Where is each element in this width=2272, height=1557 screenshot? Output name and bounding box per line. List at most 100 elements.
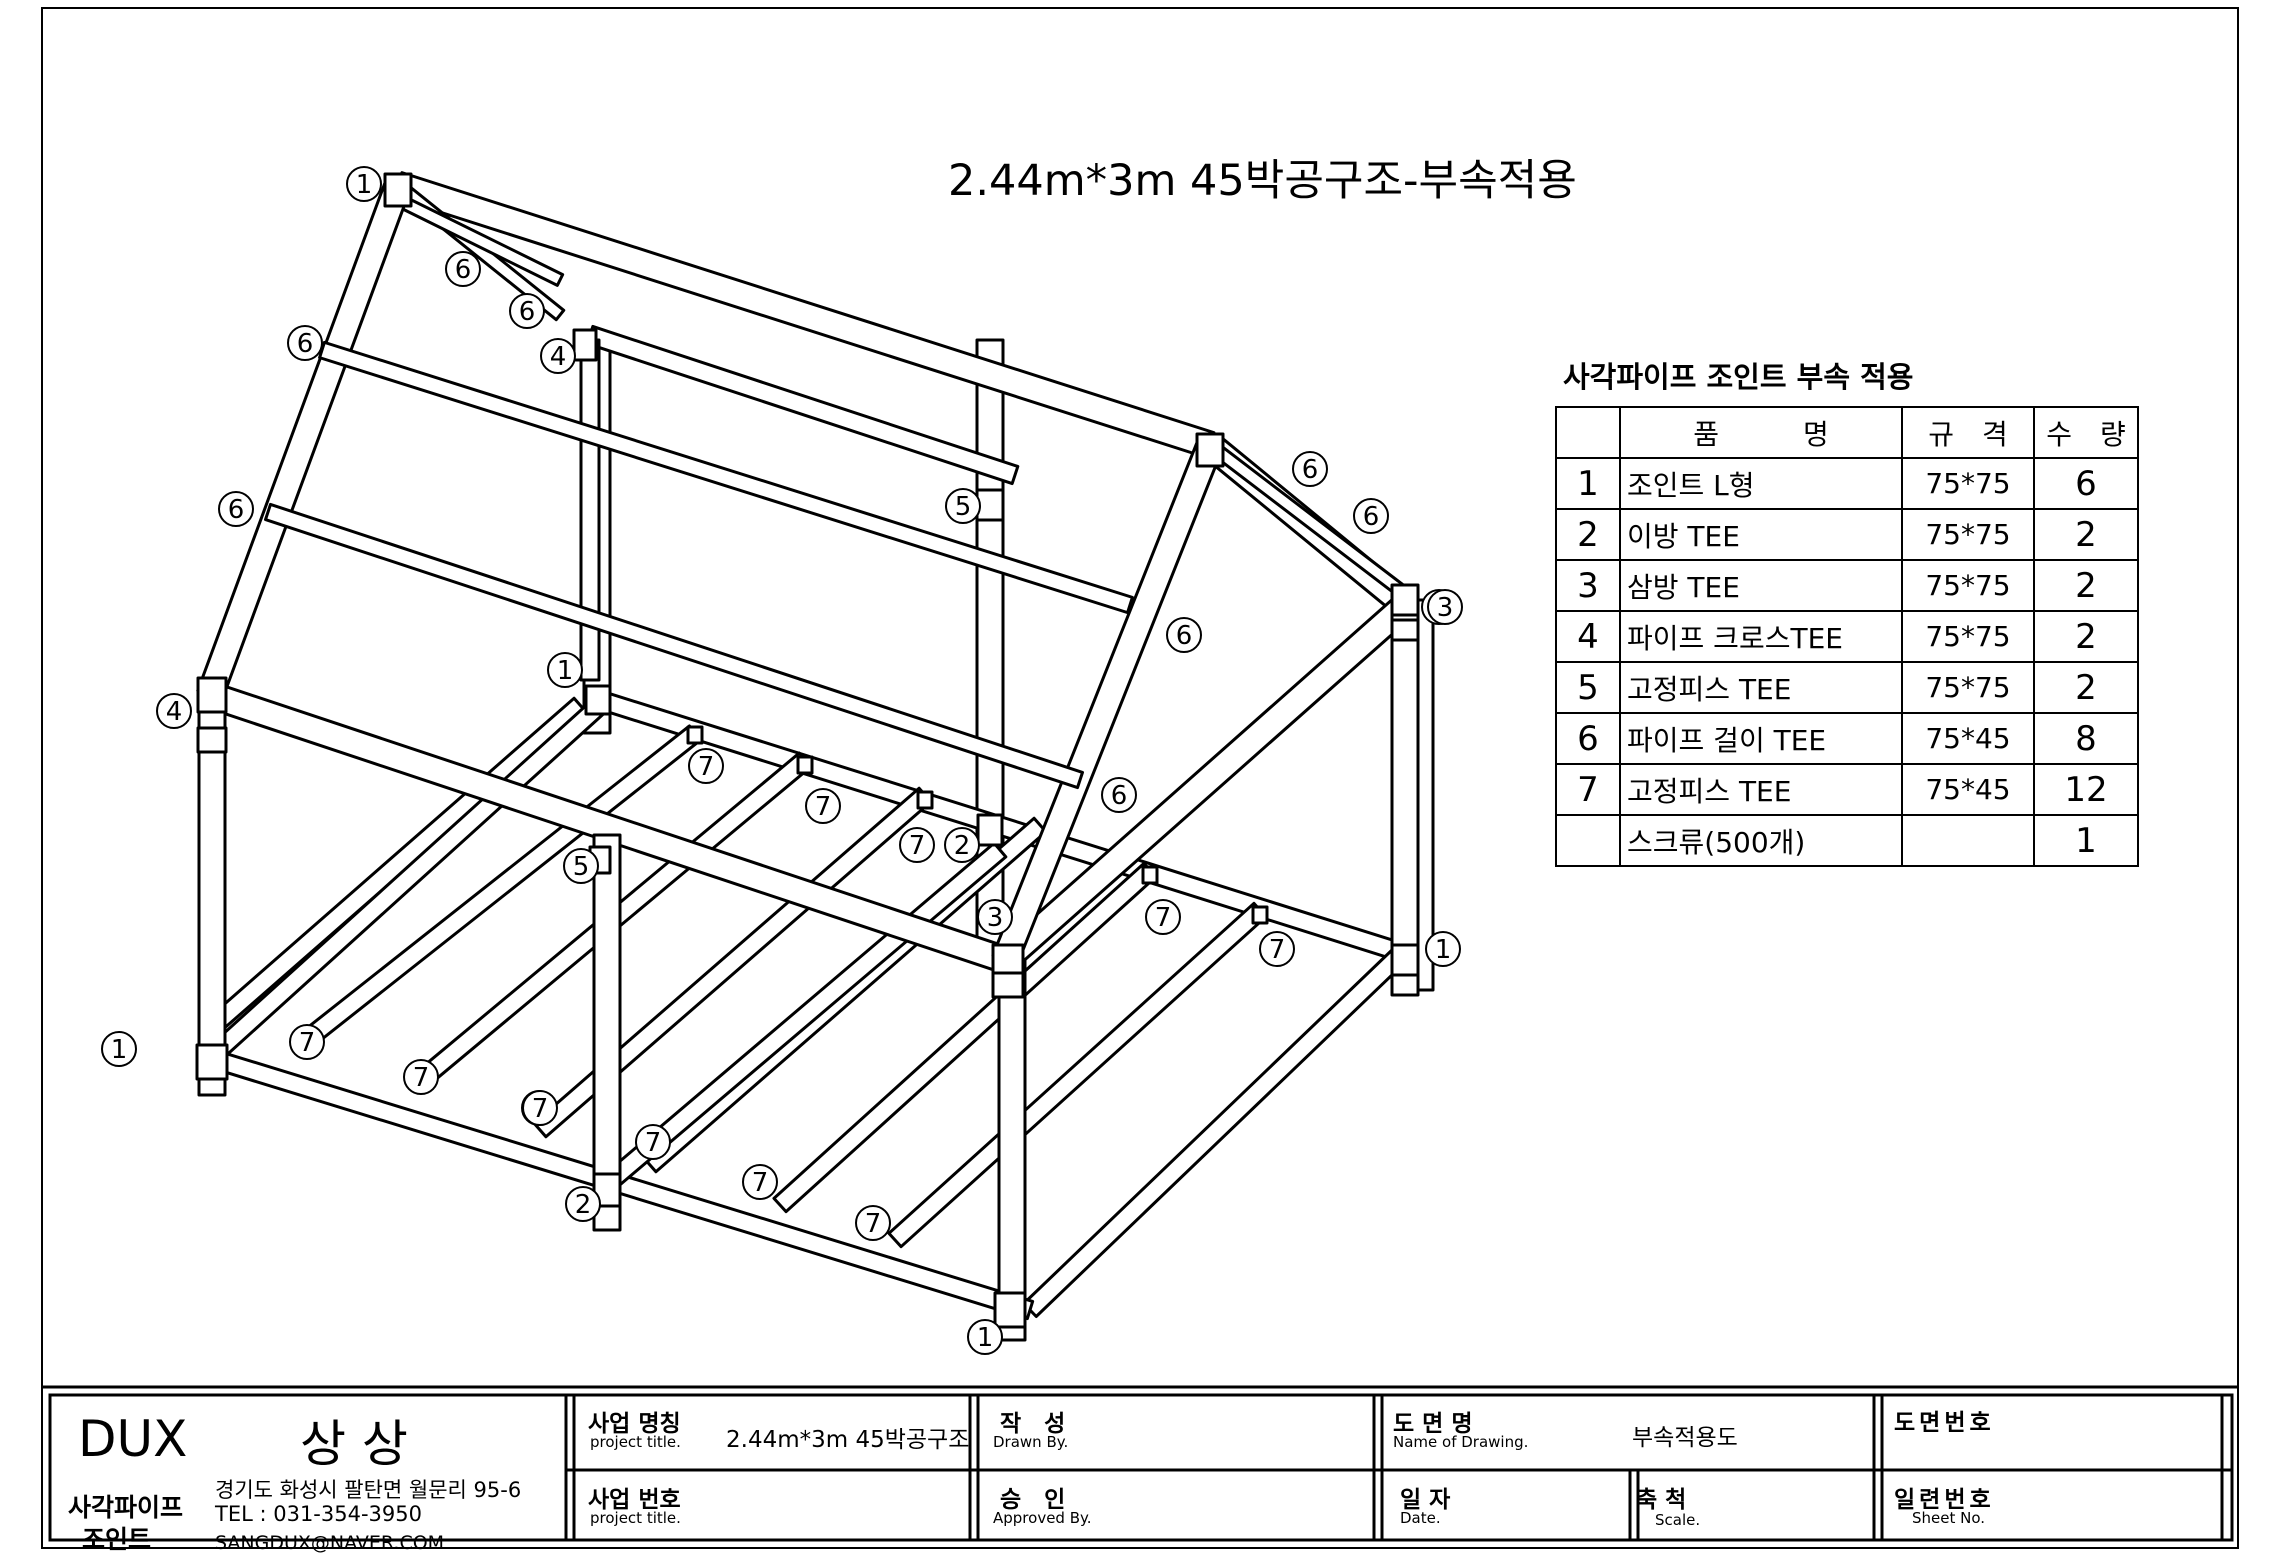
- row-no: 6: [1555, 712, 1621, 765]
- row-qty: 1: [2033, 814, 2139, 867]
- header-spec: 규 격: [1901, 406, 2035, 459]
- callout-circle: [1427, 589, 1463, 625]
- table-row: 5 고정피스 TEE 75*75 2: [1555, 661, 2139, 714]
- row-spec: 75*75: [1901, 559, 2035, 612]
- company-email: SANGDUX@NAVER.COM: [215, 1532, 445, 1554]
- callout-circle: [101, 1031, 137, 1067]
- project-no-label: 사업 번호: [588, 1487, 681, 1513]
- joint-fitting: [991, 971, 1025, 999]
- row-name: 고정피스 TEE: [1619, 763, 1903, 816]
- callout-number: 4: [166, 697, 183, 727]
- callout-bubble-7: 7: [403, 1059, 439, 1095]
- callout-number: 7: [299, 1028, 316, 1058]
- callout-number: 6: [228, 495, 245, 525]
- row-no: 2: [1555, 508, 1621, 561]
- table-row: 1 조인트 L형 75*75 6: [1555, 457, 2139, 510]
- drawn-sub: Drawn By.: [993, 1433, 1069, 1451]
- parts-table: 품 명 규 격 수 량 1 조인트 L형 75*75 6 2 이방 TEE 75…: [1555, 406, 2139, 867]
- project-name-sub: project title.: [590, 1433, 681, 1451]
- callout-number: 7: [698, 752, 715, 782]
- joint-fitting: [976, 813, 1004, 847]
- row-spec: 75*45: [1901, 712, 2035, 765]
- frame-members: [195, 171, 1435, 1342]
- callout-bubble-5: 5: [563, 848, 599, 884]
- joint-fitting: [195, 1043, 229, 1081]
- callout-circle: [1292, 451, 1328, 487]
- company-name: 상 상: [300, 1415, 408, 1473]
- callout-circle: [742, 1164, 778, 1200]
- callout-circle: [1145, 899, 1181, 935]
- joint-fitting: [1141, 865, 1159, 885]
- callout-bubble-7: 7: [805, 788, 841, 824]
- brand-logo: DUX: [78, 1410, 188, 1468]
- callout-circle: [346, 166, 382, 202]
- callout-circle: [977, 899, 1013, 935]
- callout-bubble-7: 7: [742, 1164, 778, 1200]
- callout-number: 1: [356, 170, 373, 200]
- row-spec: 75*75: [1901, 610, 2035, 663]
- callout-bubble-1: 1: [346, 166, 382, 202]
- callout-bubble-7: 7: [688, 748, 724, 784]
- callout-bubble-6: 6: [1101, 777, 1137, 813]
- drawn-label: 작 성: [1000, 1411, 1066, 1437]
- row-no: [1555, 814, 1621, 867]
- callout-circle: [944, 827, 980, 863]
- project-name-label: 사업 명칭: [588, 1411, 681, 1437]
- joint-fitting: [1195, 432, 1225, 468]
- joint-fitting: [1390, 583, 1420, 617]
- scale-sub: Scale.: [1655, 1511, 1701, 1529]
- company-address: 경기도 화성시 팔탄면 월문리 95-6: [215, 1478, 522, 1502]
- callout-number: 7: [815, 792, 832, 822]
- callout-circle: [1101, 777, 1137, 813]
- callout-circle: [289, 1024, 325, 1060]
- parts-table-header: 품 명 규 격 수 량: [1555, 406, 2139, 459]
- post: [197, 693, 227, 1097]
- row-name: 파이프 크로스TEE: [1619, 610, 1903, 663]
- rafter: [196, 179, 412, 701]
- table-row: 7 고정피스 TEE 75*45 12: [1555, 763, 2139, 816]
- callout-bubble-7: 7: [1259, 931, 1295, 967]
- company-type-line1: 사각파이프: [68, 1493, 184, 1522]
- drawing-name-value: 부속적용도: [1632, 1425, 1738, 1451]
- callout-bubble-7: 7: [635, 1124, 671, 1160]
- callout-bubble-6: 6: [1166, 617, 1202, 653]
- callout-bubble-6: 6: [1292, 451, 1328, 487]
- callout-circle: [509, 293, 545, 329]
- callout-circle: [1166, 617, 1202, 653]
- row-qty: 2: [2033, 508, 2139, 561]
- parts-table-heading: 사각파이프 조인트 부속 적용: [1563, 360, 1914, 394]
- callout-circle: [218, 491, 254, 527]
- joint-fitting: [383, 172, 413, 208]
- callout-bubble-5: 5: [945, 488, 981, 524]
- row-no: 7: [1555, 763, 1621, 816]
- approved-sub: Approved By.: [993, 1509, 1092, 1527]
- joint-fitting: [196, 726, 228, 754]
- table-row: 4 파이프 크로스TEE 75*75 2: [1555, 610, 2139, 663]
- joint-fitting: [686, 725, 704, 745]
- callout-circle: [945, 488, 981, 524]
- callout-number: 3: [987, 903, 1004, 933]
- row-spec: 75*75: [1901, 661, 2035, 714]
- callout-circle: [522, 1090, 558, 1126]
- callout-bubble-6: 6: [509, 293, 545, 329]
- callout-number: 6: [1176, 621, 1193, 651]
- callout-bubble-1: 1: [1425, 931, 1461, 967]
- callout-number: 6: [1111, 781, 1128, 811]
- drawing-name-sub: Name of Drawing.: [1393, 1433, 1529, 1451]
- callout-bubble-7: 7: [855, 1205, 891, 1241]
- row-name: 파이프 걸이 TEE: [1619, 712, 1903, 765]
- callout-number: 1: [1435, 935, 1452, 965]
- row-qty: 2: [2033, 661, 2139, 714]
- joint-fitting: [1390, 618, 1420, 642]
- joint-fitting: [196, 676, 228, 714]
- callout-number: 2: [954, 831, 971, 861]
- row-qty: 8: [2033, 712, 2139, 765]
- callout-bubble-1: 1: [967, 1319, 1003, 1355]
- callout-number: 6: [1302, 455, 1319, 485]
- callout-number: 6: [1363, 502, 1380, 532]
- callout-bubble-7: 7: [1145, 899, 1181, 935]
- purlin: [318, 340, 1134, 615]
- joint-fitting: [993, 1291, 1027, 1329]
- drawing-no-label: 도면번호: [1894, 1410, 1995, 1436]
- callout-circle: [445, 251, 481, 287]
